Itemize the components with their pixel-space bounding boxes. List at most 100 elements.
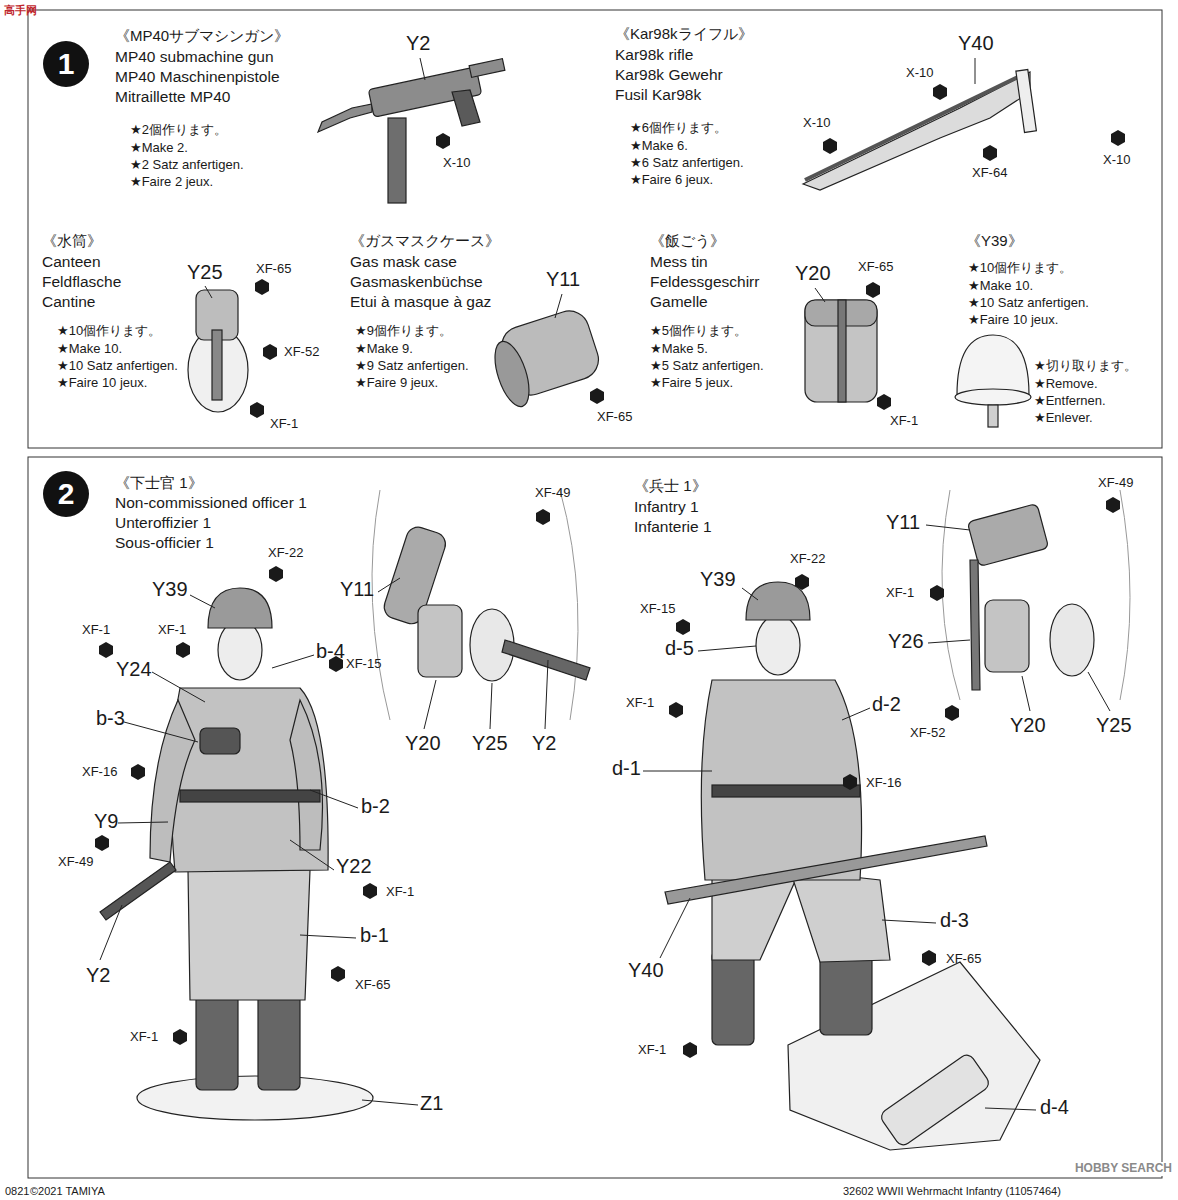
instruction-note: ★10 Satz anfertigen. <box>968 296 1089 311</box>
part-number: b-4 <box>316 640 345 663</box>
section-heading: 《下士官 1》 <box>115 474 203 491</box>
footer-text: ©2021 TAMIYA <box>30 1185 105 1198</box>
part-number: Y20 <box>795 262 831 285</box>
section-heading: Mitraillette MP40 <box>115 88 230 106</box>
section-heading: Mess tin <box>650 253 708 271</box>
section-heading: 《兵士 1》 <box>634 477 707 494</box>
instruction-note: ★2 Satz anfertigen. <box>130 158 244 173</box>
instruction-note: ★6個作ります。 <box>630 121 727 136</box>
instruction-note: ★Make 10. <box>968 279 1033 294</box>
paint-code: XF-1 <box>890 414 918 429</box>
paint-code: XF-65 <box>355 978 390 993</box>
instruction-note: ★Make 2. <box>130 141 188 156</box>
part-number: Y25 <box>1096 714 1132 737</box>
instruction-note: ★切り取ります。 <box>1034 359 1137 374</box>
part-number: b-1 <box>360 924 389 947</box>
part-number: Y11 <box>546 268 580 291</box>
section-heading: 《MP40サブマシンガン》 <box>115 27 289 44</box>
instruction-note: ★10個作ります。 <box>57 324 161 339</box>
paint-code: XF-64 <box>972 166 1007 181</box>
paint-code: XF-15 <box>640 602 675 617</box>
section-heading: Kar98k Gewehr <box>615 66 723 84</box>
part-number: d-1 <box>612 757 641 780</box>
section-heading: 《水筒》 <box>42 232 102 249</box>
paint-code: XF-49 <box>58 855 93 870</box>
watermark: 高手网 <box>4 4 37 17</box>
paint-code: XF-65 <box>256 262 291 277</box>
instruction-note: ★Faire 10 jeux. <box>968 313 1058 328</box>
paint-code: XF-22 <box>268 546 303 561</box>
section-heading: 《飯ごう》 <box>650 232 725 249</box>
part-number: Y2 <box>406 32 430 55</box>
instruction-note: ★Enlever. <box>1034 411 1093 426</box>
step-number-text: 1 <box>42 40 90 88</box>
part-number: Y40 <box>958 32 994 55</box>
instruction-note: ★9個作ります。 <box>355 324 452 339</box>
instruction-note: ★Make 10. <box>57 342 122 357</box>
paint-code: XF-1 <box>386 885 414 900</box>
paint-code: XF-1 <box>886 586 914 601</box>
part-number: Y26 <box>888 630 924 653</box>
paint-code: XF-65 <box>946 952 981 967</box>
part-number: Y9 <box>94 810 118 833</box>
part-number: Y11 <box>886 511 920 534</box>
section-heading: Feldessgeschirr <box>650 273 759 291</box>
part-number: Y39 <box>700 568 736 591</box>
paint-code: XF-1 <box>626 696 654 711</box>
paint-code: XF-49 <box>1098 476 1133 491</box>
paint-code: XF-1 <box>638 1043 666 1058</box>
instruction-note: ★Faire 10 jeux. <box>57 376 147 391</box>
paint-code: XF-52 <box>284 345 319 360</box>
part-number: d-4 <box>1040 1096 1069 1119</box>
instruction-note: ★5 Satz anfertigen. <box>650 359 764 374</box>
part-number: Y11 <box>340 578 374 601</box>
paint-code: X-10 <box>906 66 933 81</box>
paint-code: XF-52 <box>910 726 945 741</box>
paint-code: XF-1 <box>270 417 298 432</box>
instruction-note: ★10個作ります。 <box>968 261 1072 276</box>
section-heading: MP40 Maschinenpistole <box>115 68 280 86</box>
part-number: Z1 <box>420 1092 443 1115</box>
section-heading: Etui à masque à gaz <box>350 293 491 311</box>
step-number-text: 2 <box>42 470 90 518</box>
watermark: HOBBY SEARCH <box>1073 1162 1174 1176</box>
section-heading: Kar98k rifle <box>615 46 693 64</box>
paint-code: XF-1 <box>158 623 186 638</box>
section-heading: Non-commissioned officer 1 <box>115 494 307 512</box>
paint-code: XF-15 <box>346 657 381 672</box>
section-heading: 《Y39》 <box>966 232 1023 249</box>
instruction-note: ★Faire 2 jeux. <box>130 175 213 190</box>
part-number: Y2 <box>532 732 556 755</box>
section-heading: Feldflasche <box>42 273 121 291</box>
footer-text: 0821 <box>5 1185 29 1198</box>
section-heading: Gasmaskenbüchse <box>350 273 483 291</box>
paint-code: XF-16 <box>866 776 901 791</box>
part-number: Y20 <box>405 732 441 755</box>
footer-text: 32602 WWII Wehrmacht Infantry (11057464) <box>843 1185 1061 1198</box>
instruction-note: ★6 Satz anfertigen. <box>630 156 744 171</box>
instruction-note: ★9 Satz anfertigen. <box>355 359 469 374</box>
section-heading: Sous-officier 1 <box>115 534 214 552</box>
instruction-note: ★Make 5. <box>650 342 708 357</box>
section-heading: Fusil Kar98k <box>615 86 701 104</box>
part-number: d-3 <box>940 909 969 932</box>
paint-code: XF-16 <box>82 765 117 780</box>
paint-code: XF-49 <box>535 486 570 501</box>
paint-code: X-10 <box>803 116 830 131</box>
paint-code: X-10 <box>1103 153 1130 168</box>
section-heading: 《Kar98kライフル》 <box>615 25 753 42</box>
part-number: Y20 <box>1010 714 1046 737</box>
step-number: 2 <box>42 470 90 518</box>
instruction-note: ★5個作ります。 <box>650 324 747 339</box>
part-number: Y2 <box>86 964 110 987</box>
section-heading: Cantine <box>42 293 95 311</box>
part-number: Y22 <box>336 855 372 878</box>
paint-code: XF-22 <box>790 552 825 567</box>
instruction-note: ★Entfernen. <box>1034 394 1106 409</box>
part-number: Y25 <box>472 732 508 755</box>
section-heading: Infantry 1 <box>634 498 699 516</box>
instruction-note: ★2個作ります。 <box>130 123 227 138</box>
section-heading: Gamelle <box>650 293 708 311</box>
paint-code: XF-1 <box>130 1030 158 1045</box>
